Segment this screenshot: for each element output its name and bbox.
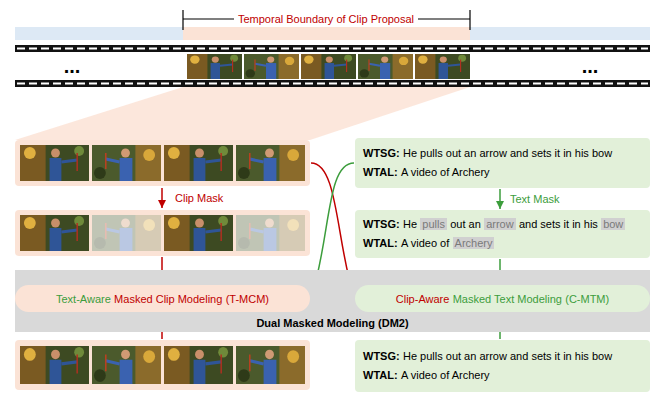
caption-text: and sets it in his [519, 218, 598, 230]
timeline-bar [15, 27, 650, 40]
clip-box [15, 340, 310, 390]
text-box: WTSG:He pulls out an arrow and sets it i… [355, 138, 650, 188]
module-box: Text-AwareMasked Clip Modeling (T-MCM) [15, 285, 310, 312]
task-tag: WTSG: [363, 218, 400, 230]
text-line: WTAL:A video of Archery [363, 234, 642, 253]
boundary-label: Temporal Boundary of Clip Proposal [234, 12, 418, 26]
task-tag: WTSG: [363, 350, 400, 362]
band-title: Dual Masked Modeling (DM2) [256, 316, 408, 330]
module-name: Text-Aware [56, 293, 111, 305]
caption-text: out an [450, 218, 481, 230]
module-box: Clip-AwareMasked Text Modeling(C-MTM) [355, 285, 650, 312]
film-strip [15, 45, 650, 87]
boundary-bracket [183, 10, 470, 30]
task-tag: WTSG: [363, 147, 400, 159]
text-line: WTSG:He pulls out an arrow and sets it i… [363, 144, 642, 163]
proposal-span [183, 27, 470, 40]
masked-word: bow [601, 218, 625, 230]
masked-word: arrow [484, 218, 516, 230]
caption-text: He pulls out an arrow and sets it in his… [403, 147, 612, 159]
module-name: Masked Text Modeling [453, 293, 562, 305]
caption-text: A video of Archery [401, 369, 490, 381]
task-tag: WTAL: [363, 369, 398, 381]
edge-label: Text Mask [508, 192, 562, 206]
text-box: WTSG:Hepullsout anarrowand sets it in hi… [355, 210, 650, 258]
connector-arrow [499, 189, 501, 209]
masked-word: Archery [453, 237, 495, 249]
zoom-fan [15, 87, 470, 140]
text-line: WTSG:He pulls out an arrow and sets it i… [363, 347, 642, 366]
text-line: WTSG:Hepullsout anarrowand sets it in hi… [363, 215, 642, 234]
clip-box [15, 140, 310, 186]
module-name: Clip-Aware [396, 293, 450, 305]
task-tag: WTAL: [363, 237, 398, 249]
caption-text: A video of [401, 237, 449, 249]
module-band: Dual Masked Modeling (DM2)Text-AwareMask… [15, 270, 650, 332]
masked-word: pulls [420, 218, 447, 230]
text-line: WTAL:A video of Archery [363, 366, 642, 385]
module-name: (C-MTM) [565, 293, 609, 305]
caption-text: He [403, 218, 417, 230]
mask-label: Clip Mask [171, 191, 227, 205]
module-name: Masked Clip Modeling [114, 293, 222, 305]
text-line: WTAL:A video of Archery [363, 163, 642, 182]
caption-text: A video of Archery [401, 166, 490, 178]
caption-text: He pulls out an arrow and sets it in his… [403, 350, 612, 362]
text-box: WTSG:He pulls out an arrow and sets it i… [355, 340, 650, 392]
ellipsis: ... [578, 55, 603, 78]
task-tag: WTAL: [363, 166, 398, 178]
masked-clip-box [15, 210, 310, 256]
module-name: (T-MCM) [226, 293, 269, 305]
ellipsis: ... [60, 55, 85, 78]
